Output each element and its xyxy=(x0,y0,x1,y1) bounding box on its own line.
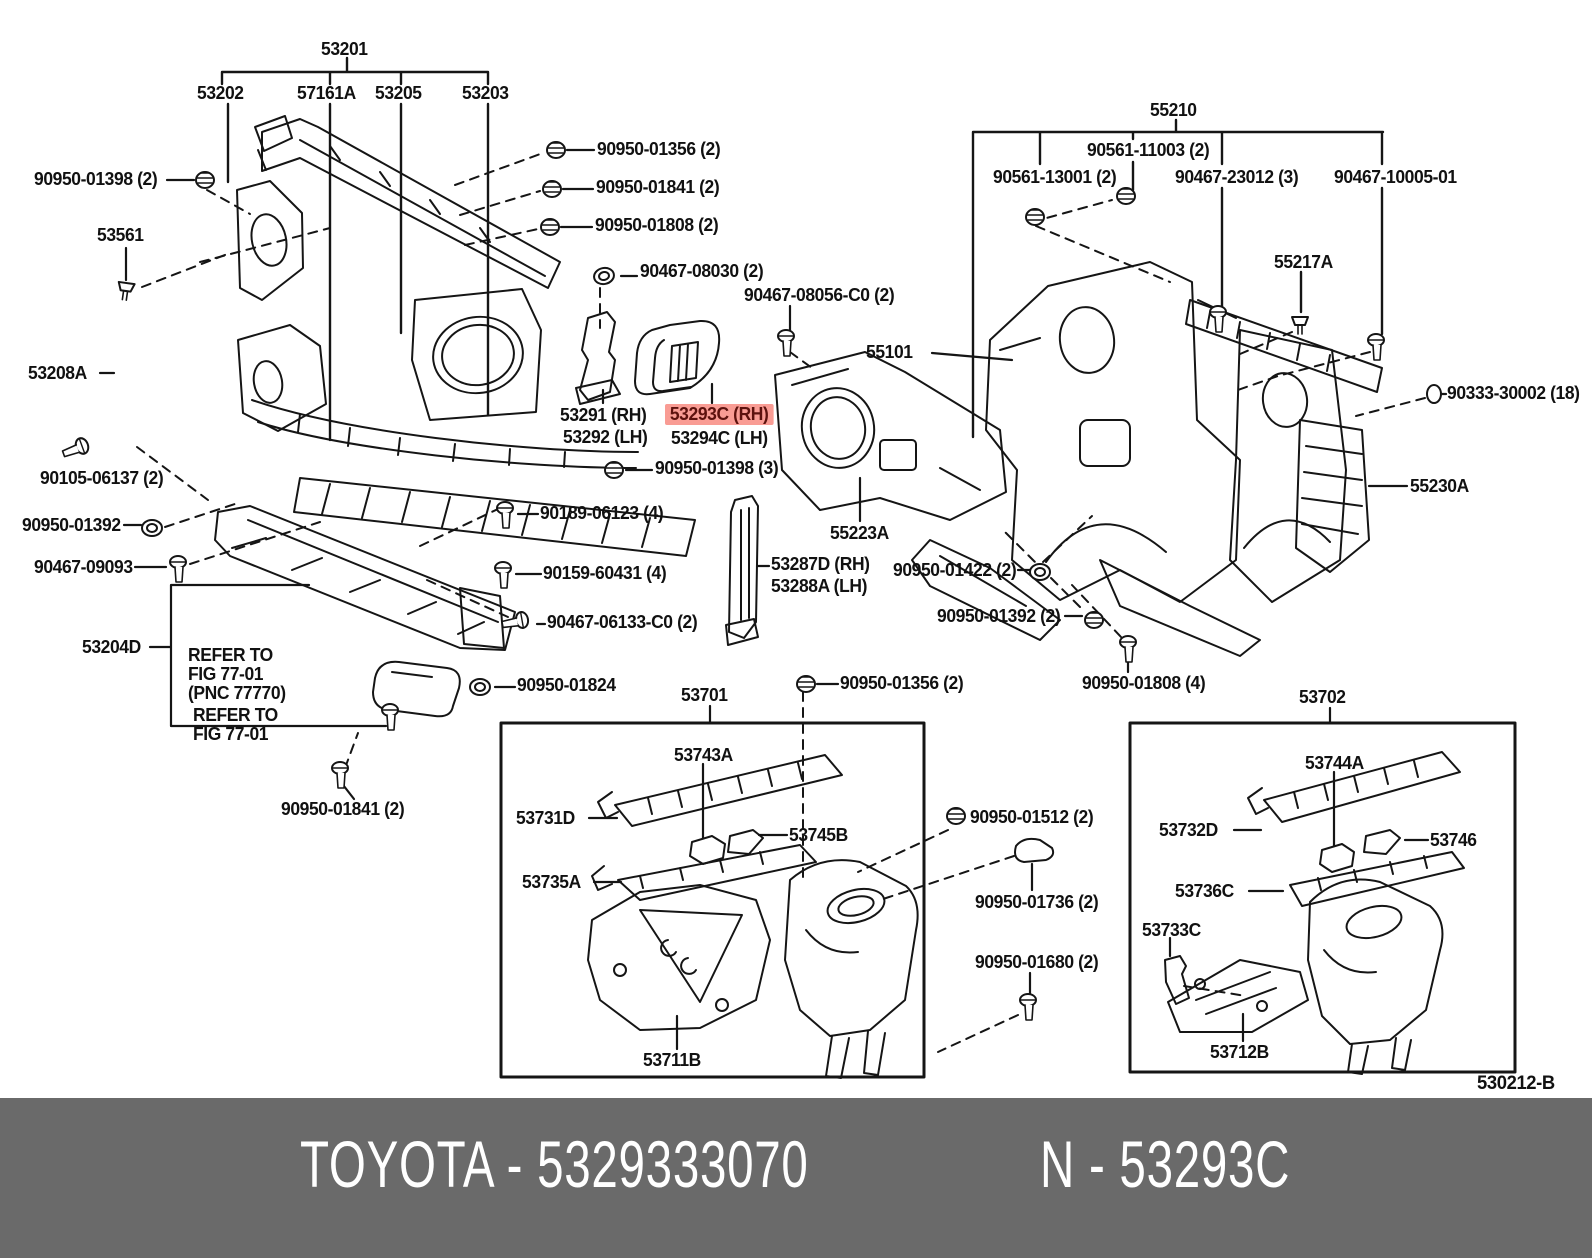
part-label-53736C: 53736C xyxy=(1175,881,1234,901)
part-label-53201: 53201 xyxy=(321,39,368,59)
part-group-box-53701 xyxy=(499,721,926,1079)
part-label-55210: 55210 xyxy=(1150,100,1197,120)
part-label-90950-01392-m: 90950-01392 (2) xyxy=(937,606,1061,626)
part-label-90950-01398-3: 90950-01398 (3) xyxy=(655,458,779,478)
part-label-53746: 53746 xyxy=(1430,830,1477,850)
part-label-53711B: 53711B xyxy=(643,1050,701,1070)
banner-part-number: TOYOTA - 5329333070 xyxy=(300,1127,809,1201)
part-label-90950-01398-2: 90950-01398 (2) xyxy=(34,169,158,189)
part-label-90950-01392-a: 90950-01392 xyxy=(22,515,121,535)
washer-icon xyxy=(1426,384,1442,404)
part-label-53204D: 53204D xyxy=(82,637,141,657)
construction-dashed-lines xyxy=(136,152,1426,1053)
part-label-90467-10005: 90467-10005-01 xyxy=(1334,167,1457,187)
dash-panel-assembly-drawing xyxy=(911,261,1383,657)
part-label-57161A: 57161A xyxy=(297,83,356,103)
cowl-side-brackets-drawing xyxy=(575,311,721,405)
part-label-90950-01824: 90950-01824 xyxy=(517,675,616,695)
assembly-bracket-55210 xyxy=(971,118,1385,439)
part-label-55101: 55101 xyxy=(866,342,913,362)
part-label-53745B: 53745B xyxy=(789,825,848,845)
part-label-90950-01422: 90950-01422 (2) xyxy=(893,560,1017,580)
part-label-55223A: 55223A xyxy=(830,523,889,543)
part-label-53702: 53702 xyxy=(1299,687,1346,707)
part-label-90105-06137-2: 90105-06137 (2) xyxy=(40,468,164,488)
part-label-90561-11003: 90561-11003 (2) xyxy=(1087,140,1210,160)
part-label-53731D: 53731D xyxy=(516,808,575,828)
part-label-90467-09093: 90467-09093 xyxy=(34,557,133,577)
part-label-90189-06123: 90189-06123 (4) xyxy=(540,503,664,523)
fender-apron-53701-drawing xyxy=(587,754,919,1079)
leader-lines xyxy=(98,148,1448,1051)
part-label-53735A: 53735A xyxy=(522,872,581,892)
part-label-53292: 53292 (LH) xyxy=(563,427,648,447)
part-label-53205: 53205 xyxy=(375,83,422,103)
part-label-53712B: 53712B xyxy=(1210,1042,1269,1062)
part-label-53561: 53561 xyxy=(97,225,144,245)
part-label-53202: 53202 xyxy=(197,83,244,103)
assembly-bracket-53201 xyxy=(220,56,490,442)
part-label-90950-01841-b: 90950-01841 (2) xyxy=(281,799,405,819)
part-label-90950-01512: 90950-01512 (2) xyxy=(970,807,1094,827)
banner-pnc-code: N - 53293C xyxy=(1040,1127,1291,1201)
part-label-90467-23012: 90467-23012 (3) xyxy=(1175,167,1299,187)
apron-support-53287D-drawing xyxy=(725,495,759,646)
part-label-90467-08056: 90467-08056-C0 (2) xyxy=(744,285,895,305)
part-label-53291: 53291 (RH) xyxy=(560,405,647,425)
part-label-53743A: 53743A xyxy=(674,745,733,765)
part-label-90467-08030: 90467-08030 (2) xyxy=(640,261,764,281)
part-label-90950-01841-t: 90950-01841 (2) xyxy=(596,177,720,197)
footer-banner: TOYOTA - 5329333070 N - 53293C xyxy=(0,1098,1592,1258)
part-label-90467-06133: 90467-06133-C0 (2) xyxy=(547,612,698,632)
part-label-53732D: 53732D xyxy=(1159,820,1218,840)
part-label-90333-30002: 90333-30002 (18) xyxy=(1447,383,1580,403)
clip-icon xyxy=(195,171,215,189)
part-label-53293C: 53293C (RH) xyxy=(665,404,774,425)
part-label-90561-13001: 90561-13001 (2) xyxy=(993,167,1117,187)
part-label-53701: 53701 xyxy=(681,685,728,705)
part-label-53294C: 53294C (LH) xyxy=(671,428,768,448)
part-label-55230A: 55230A xyxy=(1410,476,1469,496)
part-label-530212-B: 530212-B xyxy=(1477,1073,1555,1094)
part-label-90159-60431: 90159-60431 (4) xyxy=(543,563,667,583)
part-label-90950-01356-t: 90950-01356 (2) xyxy=(597,139,721,159)
radiator-support-drawing xyxy=(214,115,696,718)
part-label-90950-01736: 90950-01736 (2) xyxy=(975,892,1099,912)
part-label-53287D: 53287D (RH) xyxy=(771,554,870,574)
part-label-90950-01808-4: 90950-01808 (4) xyxy=(1082,673,1206,693)
part-label-90950-01808-t: 90950-01808 (2) xyxy=(595,215,719,235)
part-label-refer-upper: REFER TO FIG 77-01 (PNC 77770) xyxy=(188,645,286,703)
part-label-53208A: 53208A xyxy=(28,363,87,383)
part-label-refer-lower: REFER TO FIG 77-01 xyxy=(193,705,278,744)
part-label-90950-01356-m: 90950-01356 (2) xyxy=(840,673,964,693)
fastener-icons xyxy=(59,141,1442,1021)
part-label-55217A: 55217A xyxy=(1274,252,1333,272)
part-label-90950-01680: 90950-01680 (2) xyxy=(975,952,1099,972)
front-side-panel-55223A-drawing xyxy=(774,351,1007,521)
part-label-53744A: 53744A xyxy=(1305,753,1364,773)
part-label-53203: 53203 xyxy=(462,83,509,103)
part-label-53733C: 53733C xyxy=(1142,920,1201,940)
fender-apron-53702-drawing xyxy=(1164,751,1465,1075)
part-group-box-53702 xyxy=(1128,721,1517,1074)
part-label-53288A: 53288A (LH) xyxy=(771,576,867,596)
clip-icon xyxy=(1014,837,1055,863)
